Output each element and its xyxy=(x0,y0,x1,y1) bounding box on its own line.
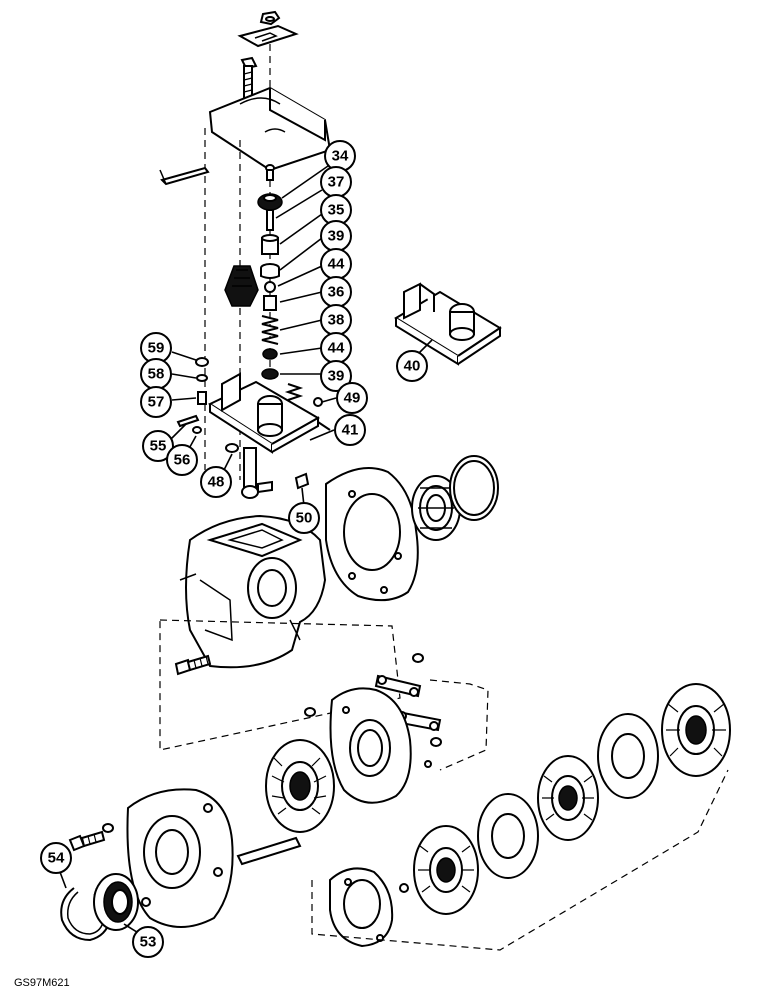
callout-58: 58 xyxy=(140,358,172,390)
callout-41: 41 xyxy=(334,414,366,446)
svg-text:39: 39 xyxy=(328,228,345,245)
callout-44-lower: 44 xyxy=(320,332,352,364)
callout-39-lower: 39 xyxy=(320,360,352,392)
callout-37: 37 xyxy=(320,166,352,198)
actuator-plate xyxy=(329,687,412,804)
part-50-fitting xyxy=(294,472,310,490)
callout-57: 57 xyxy=(140,386,172,418)
transmission-housing xyxy=(179,514,327,669)
callout-49: 49 xyxy=(336,382,368,414)
svg-text:39: 39 xyxy=(328,368,345,385)
svg-text:44: 44 xyxy=(328,340,345,357)
callout-55: 55 xyxy=(142,430,174,462)
part-36-plunger xyxy=(263,295,277,311)
drive-shaft-pin xyxy=(236,836,302,866)
oil-seal-53 xyxy=(93,873,139,931)
svg-text:50: 50 xyxy=(296,510,313,527)
ball-bearing xyxy=(411,475,461,541)
part-39-cup-lower xyxy=(261,368,279,380)
link-dash xyxy=(429,679,489,771)
svg-text:35: 35 xyxy=(328,202,345,219)
callout-56: 56 xyxy=(166,444,198,476)
snap-ring-large xyxy=(449,455,499,521)
brake-disc-front xyxy=(265,739,335,833)
rear-cover xyxy=(126,788,234,928)
svg-text:40: 40 xyxy=(404,358,421,375)
brake-plate-1 xyxy=(329,867,394,948)
disc-stack-dash xyxy=(311,769,729,951)
part-37-pin xyxy=(266,209,274,231)
shift-shaft-48 xyxy=(225,443,273,499)
callout-34: 34 xyxy=(324,140,356,172)
part-40-bracket xyxy=(394,282,502,366)
actuator-links xyxy=(304,653,442,772)
top-nut xyxy=(259,10,281,26)
part-35-bushing xyxy=(261,234,279,255)
callout-38: 38 xyxy=(320,304,352,336)
part-44-ball xyxy=(264,281,276,293)
separator-plate-5 xyxy=(597,713,659,799)
svg-text:44: 44 xyxy=(328,256,345,273)
small-screw xyxy=(265,164,275,181)
nut-small xyxy=(399,883,409,893)
svg-text:38: 38 xyxy=(328,312,345,329)
cover-bolt xyxy=(68,823,114,852)
callout-44-upper: 44 xyxy=(320,248,352,280)
part-38-spring xyxy=(261,315,279,345)
part-34-seal xyxy=(257,193,283,211)
svg-text:56: 56 xyxy=(174,452,191,469)
svg-text:59: 59 xyxy=(148,340,165,357)
part-44-ball-lower xyxy=(262,348,278,360)
housing-bolt xyxy=(174,654,212,676)
callout-36: 36 xyxy=(320,276,352,308)
svg-text:57: 57 xyxy=(148,394,165,411)
svg-text:55: 55 xyxy=(150,438,167,455)
svg-text:54: 54 xyxy=(48,850,65,867)
svg-text:41: 41 xyxy=(342,422,359,439)
figure-code: GS97M621 xyxy=(14,977,70,989)
callout-39-upper: 39 xyxy=(320,220,352,252)
svg-text:58: 58 xyxy=(148,366,165,383)
callout-40: 40 xyxy=(396,350,428,382)
callout-53: 53 xyxy=(132,926,164,958)
part-39-cup xyxy=(260,263,280,279)
part-49-nut xyxy=(313,397,323,407)
gasket-plate xyxy=(325,467,419,602)
top-clip-bracket xyxy=(237,24,299,48)
upper-shift-plate xyxy=(208,86,332,172)
hardware-55-56 xyxy=(176,414,202,434)
callout-35: 35 xyxy=(320,194,352,226)
svg-text:34: 34 xyxy=(332,148,349,165)
housing-dash-outline xyxy=(159,619,401,751)
callout-50: 50 xyxy=(288,502,320,534)
detent-pin xyxy=(159,166,210,186)
part-41-shift-bracket xyxy=(207,372,331,454)
part-spring-small xyxy=(284,383,304,401)
svg-text:49: 49 xyxy=(344,390,361,407)
separator-plate-3 xyxy=(477,793,539,879)
brake-disc-6 xyxy=(661,683,731,777)
brake-disc-2 xyxy=(413,825,479,915)
boot xyxy=(224,265,259,307)
callout-48: 48 xyxy=(200,466,232,498)
callout-54: 54 xyxy=(40,842,72,874)
svg-text:37: 37 xyxy=(328,174,345,191)
svg-text:36: 36 xyxy=(328,284,345,301)
svg-text:48: 48 xyxy=(208,474,225,491)
svg-text:53: 53 xyxy=(140,934,157,951)
hardware-59-58-57 xyxy=(195,357,209,405)
brake-disc-4 xyxy=(537,755,599,841)
